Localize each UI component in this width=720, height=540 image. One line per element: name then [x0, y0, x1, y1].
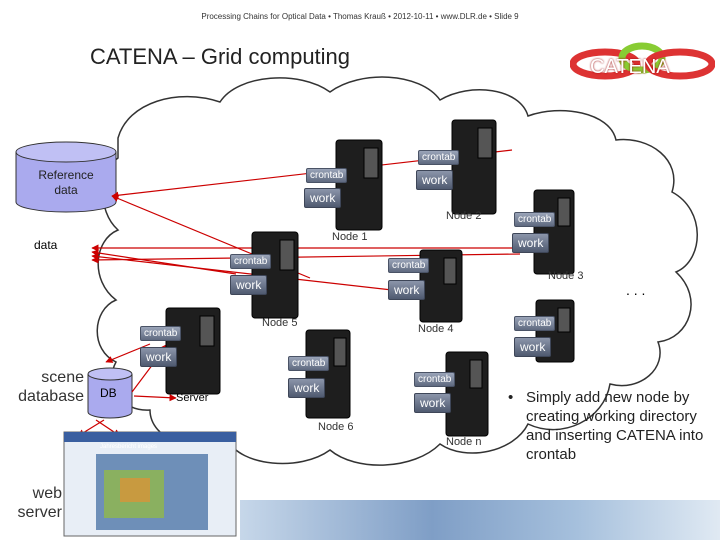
web-screenshot: [63, 431, 237, 537]
db-label: DB: [100, 386, 117, 400]
tower-node-5: [251, 231, 299, 319]
slide-header: Processing Chains for Optical Data • Tho…: [201, 12, 519, 21]
reference-data-label: Reference data: [38, 168, 94, 197]
work-tag: work: [414, 393, 452, 413]
crontab-tag: crontab: [514, 212, 556, 227]
crontab-tag: crontab: [418, 150, 460, 165]
server-towers: [165, 119, 575, 437]
crontab-tag: crontab: [388, 258, 430, 273]
logo-text: CATENA: [590, 56, 670, 78]
work-tag: work: [140, 347, 178, 367]
node-label: Node n: [446, 436, 482, 448]
scene-database-label: scene database: [18, 369, 84, 405]
tower-node-6: [305, 329, 351, 419]
tower-node-2: [451, 119, 497, 215]
work-tag: work: [230, 275, 268, 295]
crontab-tag: crontab: [414, 372, 456, 387]
tower-node-n: [445, 351, 489, 437]
bullet-dot-icon: •: [508, 389, 514, 406]
work-tag: work: [416, 170, 454, 190]
node-label: Node 6: [318, 421, 354, 433]
catena-logo: CATENA: [569, 40, 716, 84]
crontab-tag: crontab: [140, 326, 182, 341]
crontab-tag: crontab: [514, 316, 556, 331]
work-tag: work: [512, 233, 550, 253]
server-label: Server: [176, 392, 209, 404]
tower-node-4: [419, 249, 463, 323]
web-server-label: web server: [17, 485, 62, 521]
data-label: data: [34, 238, 58, 252]
slide-title: CATENA – Grid computing: [90, 44, 351, 69]
bullet-point: • Simply add new node by creating workin…: [508, 388, 718, 464]
ellipsis: . . .: [626, 282, 646, 298]
reference-data-cylinder: [15, 141, 117, 213]
node-label: Node 2: [446, 210, 482, 222]
tower-node-1: [335, 139, 383, 231]
screenshot-caption: Jahresbericht images: [100, 444, 158, 450]
db-cylinder: [87, 367, 133, 419]
node-label: Node 4: [418, 323, 454, 335]
node-label: Node 5: [262, 317, 298, 329]
node-label: Node 3: [548, 270, 584, 282]
bottom-banner: [240, 500, 720, 540]
work-tag: work: [388, 280, 426, 300]
crontab-tag: crontab: [306, 168, 348, 183]
work-tag: work: [288, 378, 326, 398]
tower-node-3: [533, 189, 575, 275]
work-tag: work: [304, 188, 342, 208]
crontab-tag: crontab: [288, 356, 330, 371]
node-label: Node 1: [332, 231, 368, 243]
crontab-tag: crontab: [230, 254, 272, 269]
bullet-text: Simply add new node by creating working …: [526, 389, 704, 463]
work-tag: work: [514, 337, 552, 357]
chain-link-icon: [569, 42, 716, 80]
